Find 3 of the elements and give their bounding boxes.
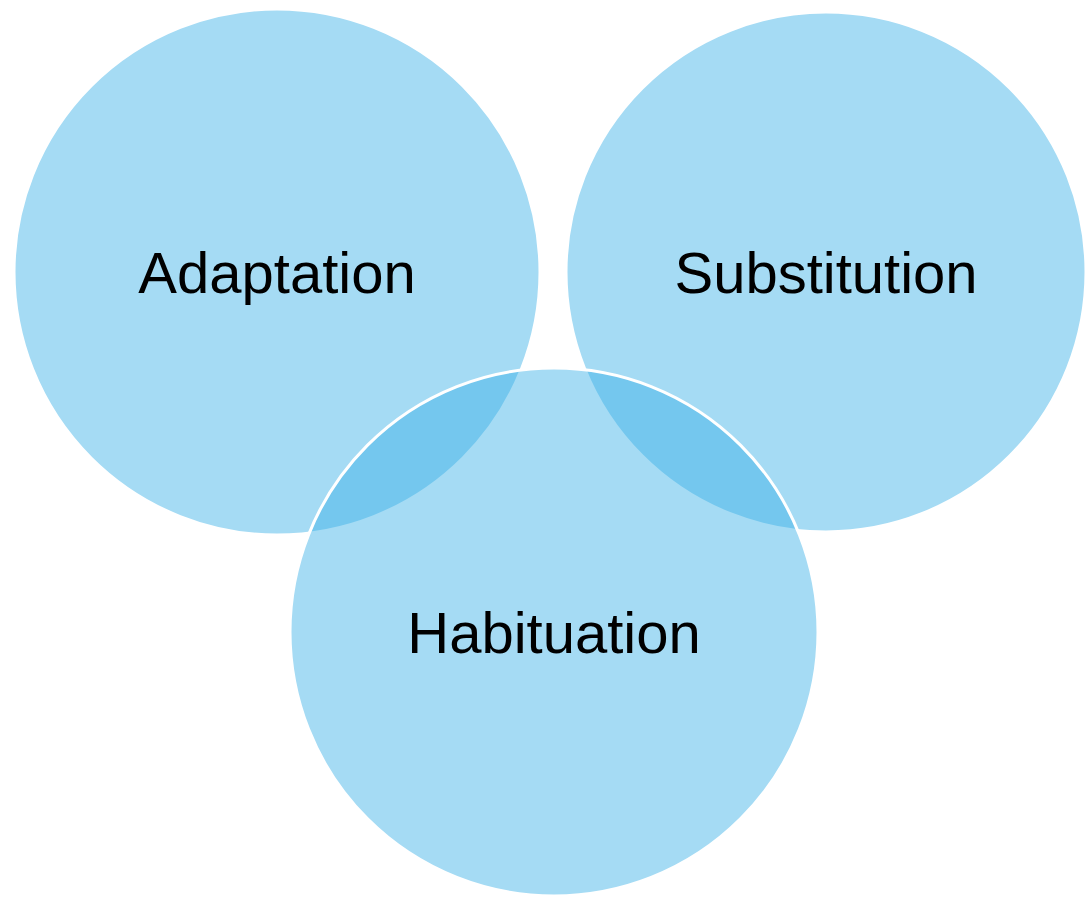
circle-label: Habituation	[407, 598, 701, 666]
circle-label: Adaptation	[138, 238, 416, 306]
circle-label: Substitution	[674, 238, 978, 306]
